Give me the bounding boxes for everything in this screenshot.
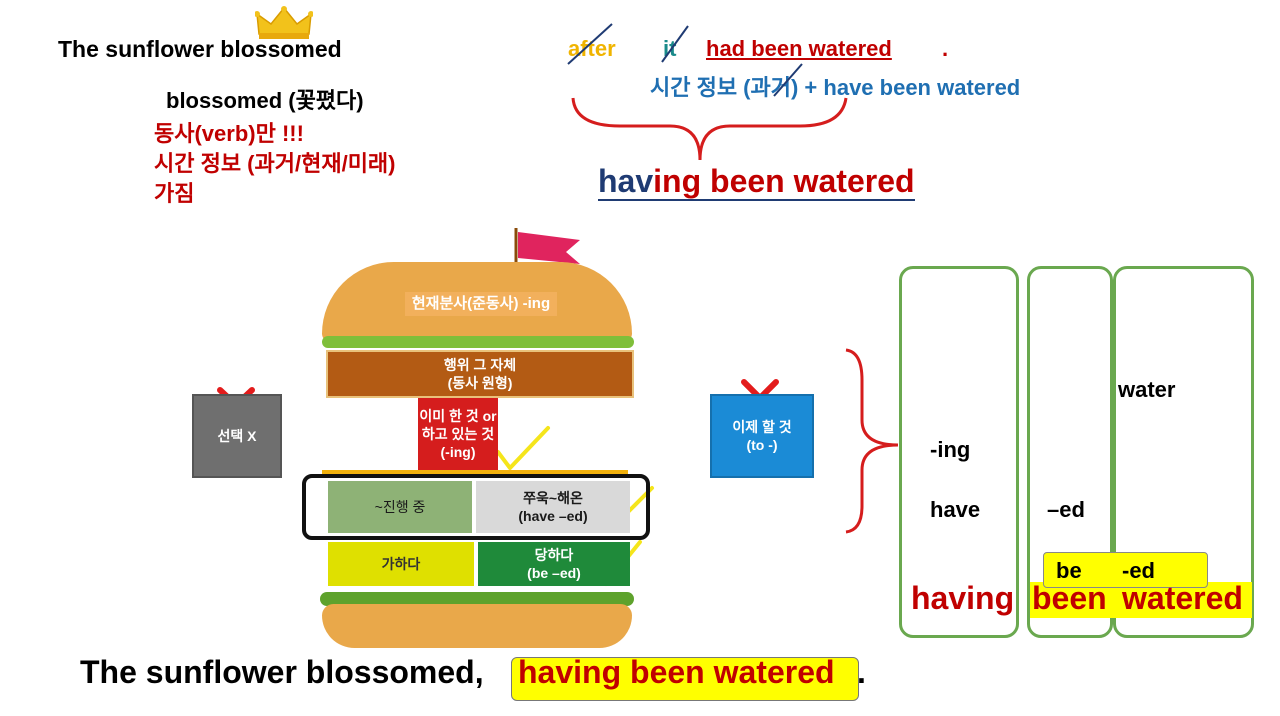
column-been — [1027, 266, 1113, 638]
burger-lettuce-bottom — [320, 592, 634, 606]
burger-active-layer: 가하다 — [328, 542, 474, 586]
red-line1: 이미 한 것 or — [419, 408, 497, 424]
bottom-sentence: The sunflower blossomed, — [80, 654, 484, 690]
bottom-participle: having been watered — [518, 654, 835, 690]
having-prefix: hav — [598, 163, 654, 199]
bottom-period: . — [857, 654, 866, 690]
check-icon-red-layer — [496, 426, 550, 470]
having-been-watered-top: having been watered — [598, 163, 915, 201]
burger-bottom-bun — [322, 604, 632, 648]
burger-progressive-layer: ~진행 중 — [328, 481, 472, 533]
red-line2: 하고 있는 것 — [421, 426, 495, 442]
note-has: 가짐 — [154, 181, 195, 206]
phrase-had-been-watered: had been watered — [706, 36, 892, 61]
right-brace — [845, 348, 899, 534]
selection-outline — [302, 474, 650, 540]
participle-highlight — [511, 657, 859, 701]
burger-passive-layer: 당하다 (be –ed) — [478, 542, 630, 586]
time-info-line: 시간 정보 (과거) + have been watered — [650, 75, 1021, 100]
column-watered — [1113, 266, 1254, 638]
label-ing: -ing — [930, 437, 971, 462]
select-x-box: 선택 X — [192, 394, 282, 478]
burger-cheese — [322, 470, 628, 476]
blossomed-translation: blossomed (꽃폈다) — [166, 88, 364, 113]
burger-perfect-layer: 쭈욱~해온 (have –ed) — [476, 481, 630, 533]
label-ed-second: -ed — [1122, 558, 1155, 583]
word-been: been — [1032, 580, 1107, 616]
to-box-line1: 이제 할 것 — [732, 419, 792, 435]
word-watered: watered — [1122, 580, 1243, 616]
dkgreen-line2: (be –ed) — [527, 565, 581, 581]
be-ed-box — [1043, 552, 1208, 588]
clause-period: . — [942, 36, 949, 61]
been-watered-highlight — [1030, 582, 1252, 618]
label-be: be — [1056, 558, 1082, 583]
red-line3: (-ing) — [440, 444, 476, 460]
label-have: have — [930, 497, 981, 522]
flag-banner — [518, 232, 580, 264]
burger-lettuce-top — [322, 336, 634, 348]
label-water: water — [1118, 377, 1176, 402]
patty-line2: (동사 원형) — [447, 375, 513, 391]
to-infinitive-box: 이제 할 것 (to -) — [710, 394, 814, 478]
note-verb-only: 동사(verb)만 !!! — [154, 121, 304, 146]
label-ed: –ed — [1047, 497, 1085, 522]
grey-line1: 쭈욱~해온 — [523, 490, 583, 506]
having-rest: ing been watered — [653, 163, 915, 199]
burger-patty: 행위 그 자체 (동사 원형) — [326, 350, 634, 398]
sentence-title: The sunflower blossomed — [58, 36, 342, 62]
top-brace — [571, 97, 848, 161]
note-time-info: 시간 정보 (과거/현재/미래) — [154, 151, 396, 176]
to-box-line2: (to -) — [746, 437, 778, 453]
patty-line1: 행위 그 자체 — [443, 357, 517, 373]
strike-past — [773, 63, 803, 97]
word-having: having — [911, 580, 1015, 616]
strike-after — [567, 23, 613, 65]
grey-line2: (have –ed) — [518, 508, 588, 524]
burger-red-layer: 이미 한 것 or 하고 있는 것 (-ing) — [418, 398, 498, 470]
strike-it — [661, 25, 689, 63]
top-bun-label: 현재분사(준동사) -ing — [405, 292, 557, 316]
crown-icon — [255, 6, 313, 39]
dkgreen-line1: 당하다 — [534, 547, 574, 563]
column-having — [899, 266, 1019, 638]
